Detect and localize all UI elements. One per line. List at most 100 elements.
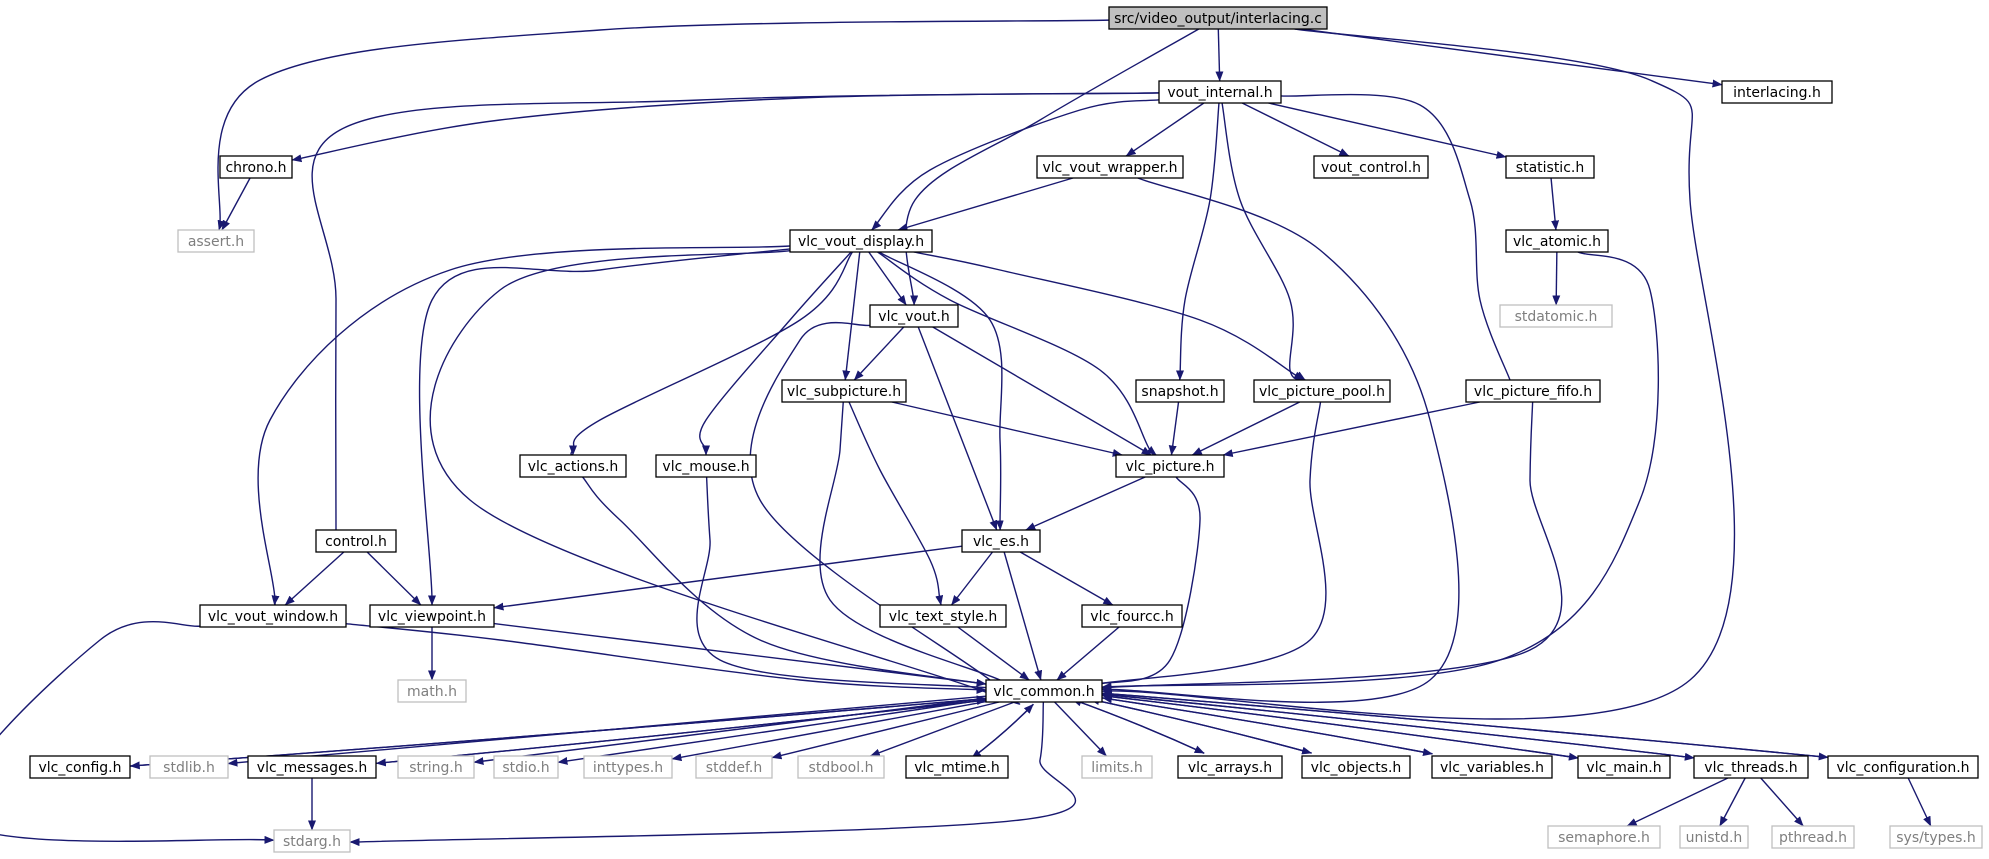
node-label: chrono.h <box>225 160 286 176</box>
edge-line <box>848 401 944 606</box>
node-vlc-variables[interactable]: vlc_variables.h <box>1431 755 1553 779</box>
edge-control-to-vlc_viewpoint <box>366 551 422 606</box>
node-vlc-es[interactable]: vlc_es.h <box>961 529 1041 553</box>
node-vlc-arrays[interactable]: vlc_arrays.h <box>1177 755 1283 779</box>
node-vlc-objects[interactable]: vlc_objects.h <box>1301 755 1411 779</box>
node-label: snapshot.h <box>1141 384 1218 400</box>
node-vlc-mouse[interactable]: vlc_mouse.h <box>655 454 757 478</box>
node-vlc-common[interactable]: vlc_common.h <box>985 679 1103 703</box>
edge-vlc_actions-to-vlc_common <box>582 476 1007 690</box>
node-vlc-vout-window[interactable]: vlc_vout_window.h <box>199 604 347 628</box>
edge-vlc_vout_display-to-vlc_actions <box>568 251 854 456</box>
edge-line <box>971 703 1034 759</box>
edge-line <box>1760 777 1804 827</box>
node-label: vlc_atomic.h <box>1513 234 1601 250</box>
node-box <box>1499 304 1613 328</box>
node-vlc-mtime[interactable]: vlc_mtime.h <box>905 755 1009 779</box>
node-box <box>1431 755 1553 779</box>
edge-line <box>1003 551 1043 681</box>
node-box <box>789 229 933 253</box>
edge-vlc_vout-to-vlc_subpicture <box>853 326 905 381</box>
edge-vlc_vout_display-to-vlc_viewpoint <box>418 248 791 625</box>
node-label: stddef.h <box>706 760 762 776</box>
edge-vout_internal-to-vlc_picture_pool <box>1221 102 1306 381</box>
edge-vlc_common-to-vlc_mtime <box>971 703 1034 759</box>
node-box <box>177 229 255 253</box>
node-control[interactable]: control.h <box>315 529 397 553</box>
node-vlc-vout-wrapper[interactable]: vlc_vout_wrapper.h <box>1036 155 1184 179</box>
edge-line <box>418 248 791 625</box>
node-stdbool: stdbool.h <box>797 755 885 779</box>
node-vlc-viewpoint[interactable]: vlc_viewpoint.h <box>369 604 495 628</box>
node-label: interlacing.h <box>1733 85 1821 101</box>
node-vlc-vout[interactable]: vlc_vout.h <box>869 304 959 328</box>
edge-line <box>842 251 861 381</box>
edge-line <box>1092 476 1201 689</box>
node-vlc-configuration[interactable]: vlc_configuration.h <box>1827 755 1979 779</box>
node-interlacing[interactable]: interlacing.h <box>1721 80 1833 104</box>
node-vlc-atomic[interactable]: vlc_atomic.h <box>1505 229 1609 253</box>
node-chrono[interactable]: chrono.h <box>219 155 293 179</box>
node-stdio: stdio.h <box>493 755 559 779</box>
edge-line <box>932 326 1152 456</box>
node-math: math.h <box>397 679 467 703</box>
edge-line <box>1191 401 1301 456</box>
node-box <box>1158 80 1282 104</box>
node-vout-control[interactable]: vout_control.h <box>1313 155 1429 179</box>
node-box <box>1081 755 1153 779</box>
node-vout-internal[interactable]: vout_internal.h <box>1158 80 1282 104</box>
node-label: vlc_configuration.h <box>1836 760 1969 776</box>
edge-vlc_vout_display-to-vlc_es <box>878 251 1004 534</box>
node-vlc-vout-display[interactable]: vlc_vout_display.h <box>789 229 933 253</box>
edge-vlc_arrays-to-vlc_common <box>1071 698 1205 754</box>
node-label: statistic.h <box>1516 160 1584 176</box>
node-vlc-fourcc[interactable]: vlc_fourcc.h <box>1081 604 1183 628</box>
node-label: stdlib.h <box>163 760 215 776</box>
edge-vlc_vout_display-to-vlc_vout_window <box>257 245 791 616</box>
edge-vlc_text_style-to-vlc_common <box>957 626 1030 681</box>
edge-vlc_common-to-inttypes <box>671 700 987 762</box>
edge-line <box>1175 102 1220 383</box>
node-vlc-subpicture[interactable]: vlc_subpicture.h <box>781 379 907 403</box>
node-vlc-messages[interactable]: vlc_messages.h <box>247 755 377 779</box>
node-vlc-threads[interactable]: vlc_threads.h <box>1693 755 1809 779</box>
node-vlc-text-style[interactable]: vlc_text_style.h <box>879 604 1007 628</box>
edge-line <box>1300 28 1723 88</box>
node-vlc-picture-pool[interactable]: vlc_picture_pool.h <box>1253 379 1391 403</box>
edge-line <box>1552 251 1561 306</box>
node-vlc-main[interactable]: vlc_main.h <box>1577 755 1671 779</box>
node-root[interactable]: src/video_output/interlacing.c <box>1108 6 1328 30</box>
edge-line <box>853 326 905 381</box>
edge-vlc_common-to-limits <box>1054 701 1107 757</box>
node-box <box>797 755 885 779</box>
node-vlc-actions[interactable]: vlc_actions.h <box>519 454 627 478</box>
edge-vlc_vout_display-to-vlc_vout <box>868 251 907 306</box>
node-label: vlc_subpicture.h <box>787 384 901 400</box>
node-label: vlc_fourcc.h <box>1090 609 1173 625</box>
edge-line <box>1101 692 1579 759</box>
edge-line <box>771 701 1000 760</box>
node-label: vlc_text_style.h <box>889 609 997 625</box>
edge-vlc_common-to-stdlib <box>227 695 987 767</box>
node-snapshot[interactable]: snapshot.h <box>1135 379 1225 403</box>
node-box <box>219 155 293 179</box>
edge-vlc_vout_window-to-stdarg <box>0 620 295 844</box>
node-label: math.h <box>407 684 457 700</box>
node-vlc-picture-fifo[interactable]: vlc_picture_fifo.h <box>1465 379 1601 403</box>
node-box <box>905 755 1009 779</box>
edge-line <box>1071 698 1205 754</box>
node-vlc-config[interactable]: vlc_config.h <box>29 755 131 779</box>
node-box <box>869 304 959 328</box>
node-label: vlc_config.h <box>38 760 121 776</box>
node-label: string.h <box>409 760 463 776</box>
node-vlc-picture[interactable]: vlc_picture.h <box>1115 454 1225 478</box>
edge-line <box>671 700 987 762</box>
node-label: vout_control.h <box>1321 160 1421 176</box>
edge-vlc_picture-to-vlc_es <box>1025 476 1146 531</box>
node-statistic[interactable]: statistic.h <box>1505 155 1595 179</box>
node-box <box>397 755 475 779</box>
node-label: vlc_vout_display.h <box>798 234 924 250</box>
node-stddef: stddef.h <box>695 755 773 779</box>
node-label: stdio.h <box>502 760 549 776</box>
edge-line <box>1101 251 1660 691</box>
